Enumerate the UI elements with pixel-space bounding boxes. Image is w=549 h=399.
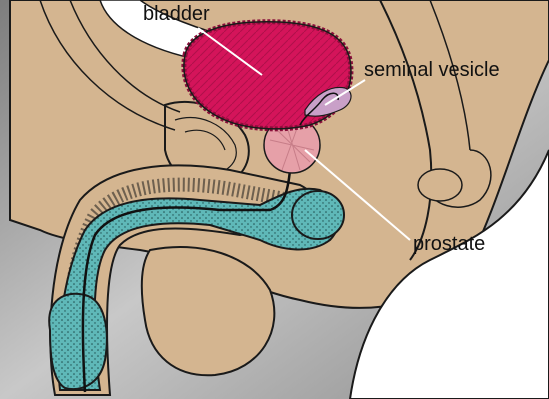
seminal-vesicle-label: seminal vesicle	[364, 60, 500, 80]
prostate-label: prostate	[413, 234, 485, 254]
glans	[49, 294, 107, 389]
bladder-label: bladder	[143, 4, 210, 24]
testicle	[292, 191, 344, 239]
rectal-oval	[418, 169, 462, 201]
